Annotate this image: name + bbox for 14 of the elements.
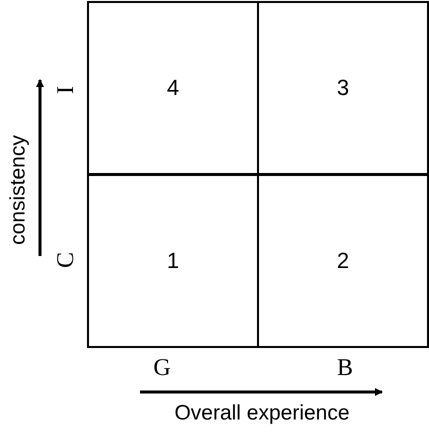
quadrant-cell bbox=[257, 1, 429, 175]
quadrant-cell bbox=[257, 174, 429, 348]
axis-label: I bbox=[54, 86, 78, 94]
quadrant-number: 4 bbox=[166, 77, 180, 99]
axis-label: G bbox=[153, 356, 171, 380]
quadrant-number: 1 bbox=[166, 250, 180, 272]
quadrant-number: 3 bbox=[336, 77, 350, 99]
axis-label: B bbox=[337, 356, 353, 380]
quadrant-cell bbox=[87, 1, 259, 175]
axis-label: consistency bbox=[8, 135, 28, 245]
quadrant-number: 2 bbox=[336, 250, 350, 272]
axis-label: C bbox=[54, 252, 78, 268]
quadrant-cell bbox=[87, 174, 259, 348]
axis-label: Overall experience bbox=[174, 402, 350, 424]
